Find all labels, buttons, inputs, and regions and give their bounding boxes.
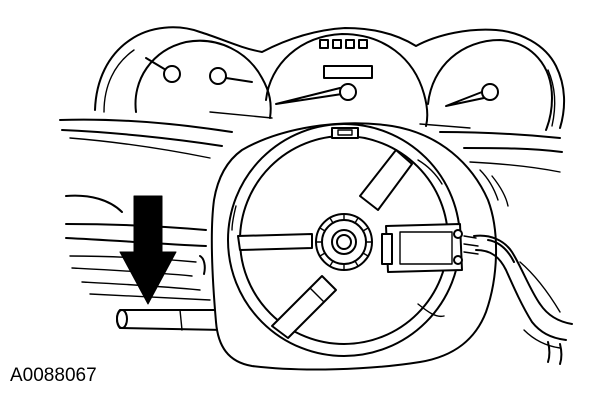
warning-lamps [319,39,368,49]
arrow-down-icon [119,195,177,305]
clockspring [210,122,498,371]
instrument-cluster [59,26,566,173]
right-gauge-needle [445,83,499,107]
figure-id-label: A0088067 [10,365,97,386]
wiring-harness [473,169,573,365]
electrical-connector [381,223,479,273]
left-gauge-needles [145,57,253,85]
center-hub [315,213,373,271]
locating-tab [331,127,359,139]
center-gauge-needle [275,83,357,105]
odometer-window [323,65,373,79]
